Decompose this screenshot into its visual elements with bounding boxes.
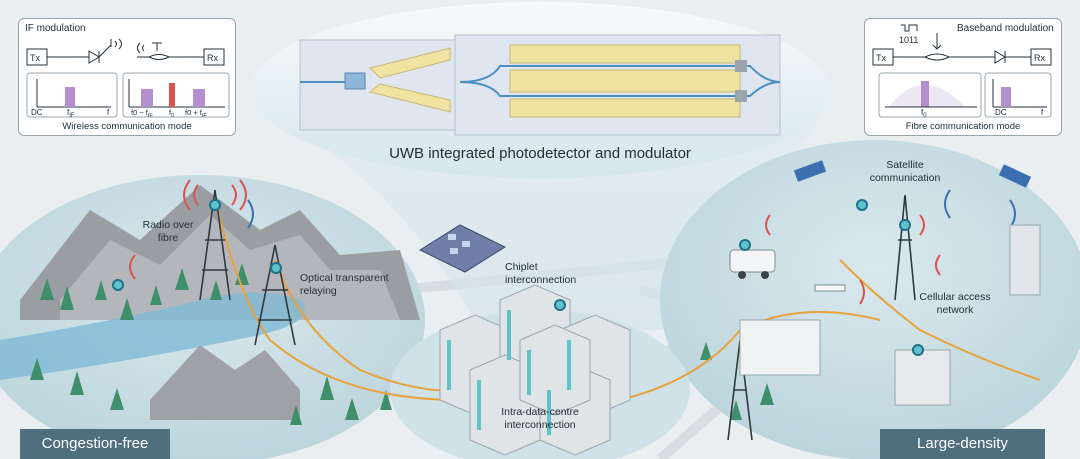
tag-congestion-free: Congestion-free [20, 429, 170, 459]
if-f0-sub: 0 [171, 113, 174, 119]
if-f0-minus-label: f0 − fIF [131, 108, 153, 119]
receive-antenna-icon [152, 42, 162, 51]
modulator-icon [137, 54, 204, 60]
if-modulation-box: IF modulation Tx Rx DC fIF f f0 − fIF f0… [18, 18, 236, 136]
if-tx-label: Tx [30, 53, 40, 63]
if-f-axis-label: f [107, 108, 110, 117]
scene-labels: Radio over fibre Optical transparent rel… [143, 159, 991, 431]
label-optical-relaying-2: relaying [300, 285, 337, 297]
if-box-title: IF modulation [25, 23, 86, 34]
label-cellular: Cellular access [919, 291, 990, 303]
label-intra-dc: Intra-data-centre [501, 406, 579, 418]
if-fif-sub: IF [69, 113, 75, 119]
if-box-caption: Wireless communication mode [62, 121, 192, 132]
if-f0-plus-tail: 0 + f [187, 108, 203, 117]
bb-box-schematic: 1011 Tx Rx f0 DC f [872, 24, 1052, 119]
label-satellite-2: communication [870, 172, 941, 184]
data-centre-racks [439, 284, 631, 456]
if-f0-plus-sub: IF [202, 113, 208, 119]
baseband-modulation-box: Baseband modulation 1011 Tx Rx f0 DC f F… [864, 18, 1062, 136]
device-panel-title: UWB integrated photodetector and modulat… [389, 145, 691, 162]
bb-photodiode-icon [994, 50, 1006, 64]
tag-large-density: Large-density [880, 429, 1045, 459]
label-satellite: Satellite [886, 159, 924, 171]
bb-dc-label: DC [995, 108, 1007, 117]
photodiode-icon [88, 50, 100, 64]
bb-f0-label: f0 [921, 108, 927, 119]
if-f0-label: f0 [169, 108, 174, 119]
if-box-schematic: Tx Rx DC fIF f f0 − fIF f0 f0 + fIF [26, 38, 230, 119]
label-chiplet: Chiplet [505, 261, 538, 273]
radio-waves [129, 179, 941, 305]
label-intra-dc-2: interconnection [504, 419, 575, 431]
bb-modulator-icon [893, 53, 995, 61]
mobile-and-satellite-nodes [729, 160, 1032, 292]
bit-pulse-icon [901, 24, 918, 32]
photodetector-chip [299, 39, 461, 131]
if-f0-minus-sub: IF [148, 113, 154, 119]
bb-f0-sub: 0 [923, 113, 927, 119]
city-buildings [739, 224, 1041, 406]
river [0, 292, 305, 380]
if-fif-base: f [67, 108, 70, 117]
if-fif-label: fIF [67, 108, 75, 119]
label-chiplet-2: interconnection [505, 274, 576, 286]
bb-f-axis-label: f [1041, 108, 1044, 117]
if-f0-minus-base: f [131, 108, 134, 117]
if-rx-label: Rx [207, 53, 218, 63]
transmission-towers [199, 189, 916, 441]
antenna-icon [98, 39, 112, 58]
right-island [660, 140, 1080, 459]
label-optical-relaying: Optical transparent [300, 272, 389, 284]
chiplet-package [418, 224, 507, 273]
bb-bits-label: 1011 [899, 35, 918, 45]
modulator-chip [454, 34, 781, 136]
forest [30, 263, 774, 425]
if-f0-plus-label: f0 + fIF [185, 108, 207, 119]
if-f0-plus-base: f [185, 108, 188, 117]
label-cellular-2: network [937, 304, 975, 316]
label-radio-over-fibre-2: fibre [158, 232, 179, 244]
if-dc-label: DC [31, 108, 43, 117]
if-f0-minus-tail: 0 − f [133, 108, 149, 117]
network-nodes [112, 199, 924, 356]
label-radio-over-fibre: Radio over [143, 219, 194, 231]
bb-tx-label: Tx [876, 53, 886, 63]
bb-rx-label: Rx [1034, 53, 1045, 63]
if-f0-base: f [169, 108, 172, 117]
bb-box-caption: Fibre communication mode [905, 121, 1021, 132]
bb-f0-base: f [921, 108, 924, 117]
bb-box-title: Baseband modulation [957, 23, 1054, 34]
